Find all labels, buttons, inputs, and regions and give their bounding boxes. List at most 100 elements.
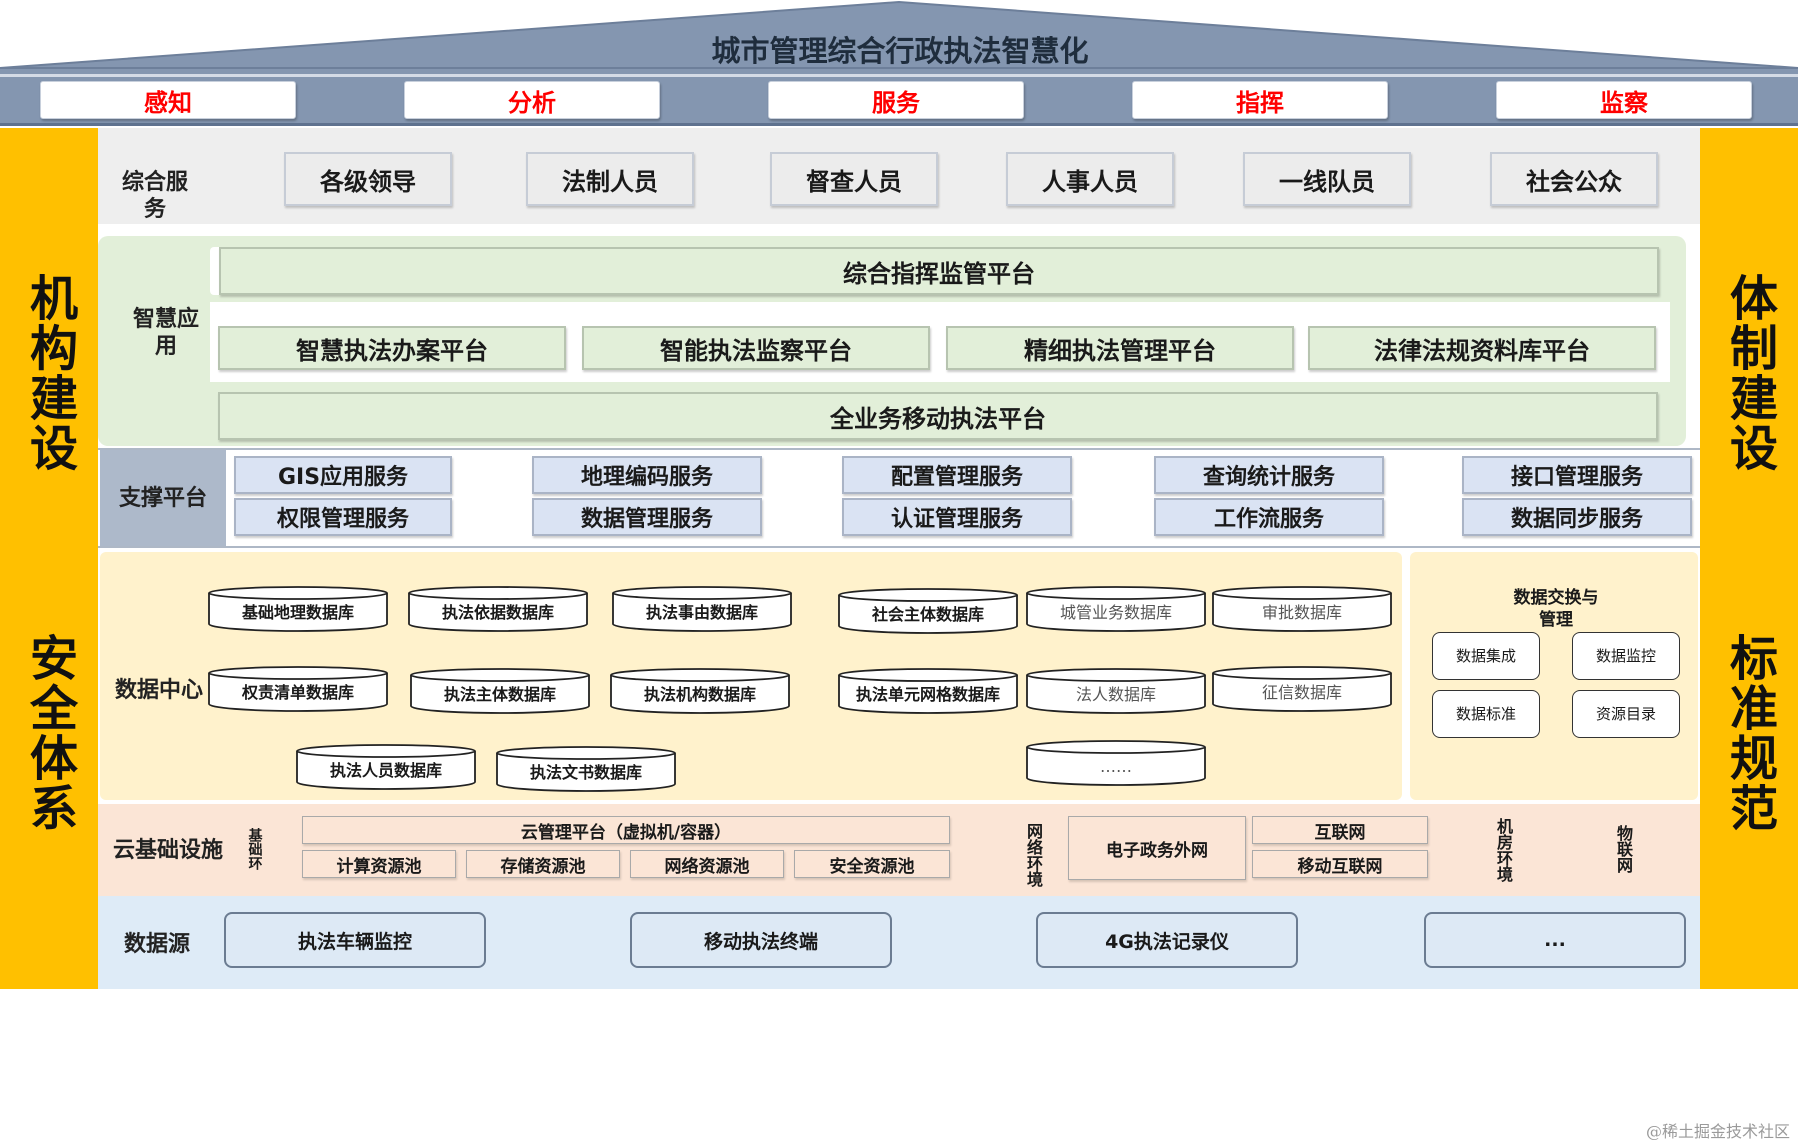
watermark: @稀土掘金技术社区 bbox=[1645, 1122, 1790, 1141]
cloud-label: 云基础设施 bbox=[112, 837, 223, 863]
database-cylinder: 执法机构数据库 bbox=[610, 668, 790, 714]
data-management-service: 数据管理服务 bbox=[532, 498, 762, 536]
legal-library-platform: 法律法规资料库平台 bbox=[1308, 326, 1656, 370]
user-public: 社会公众 bbox=[1490, 152, 1658, 206]
cylinder-shape bbox=[612, 586, 792, 632]
geocoding-service: 地理编码服务 bbox=[532, 456, 762, 494]
left-pillar bbox=[0, 128, 98, 989]
database-label: …… bbox=[1100, 757, 1132, 776]
enforcement-monitoring-platform: 智能执法监察平台 bbox=[582, 326, 930, 370]
database-cylinder: 执法依据数据库 bbox=[408, 586, 588, 632]
interface-management-service: 接口管理服务 bbox=[1462, 456, 1692, 494]
internet-box: 互联网 bbox=[1252, 816, 1428, 844]
database-label: 执法事由数据库 bbox=[645, 603, 758, 622]
datasource-label: 数据源 bbox=[123, 931, 190, 957]
resource-catalog-box: 资源目录 bbox=[1572, 690, 1680, 738]
cylinder-shape bbox=[208, 666, 388, 712]
user-hr-staff: 人事人员 bbox=[1006, 152, 1174, 206]
datacenter-label: 数据中心 bbox=[114, 677, 203, 703]
support-label: 支撑平台 bbox=[100, 450, 226, 546]
database-label: 执法机构数据库 bbox=[643, 685, 756, 704]
gis-service: GIS应用服务 bbox=[234, 456, 452, 494]
capability-perception: 感知 bbox=[40, 81, 296, 119]
capability-supervision: 监察 bbox=[1496, 81, 1752, 119]
exchange-title: 数据交换与管理 bbox=[1513, 588, 1599, 630]
fine-management-platform: 精细执法管理平台 bbox=[946, 326, 1294, 370]
cylinder-shape bbox=[1212, 666, 1392, 712]
database-label: 基础地理数据库 bbox=[241, 603, 354, 622]
database-cylinder: 执法文书数据库 bbox=[496, 746, 676, 792]
mobile-terminal-source: 移动执法终端 bbox=[630, 912, 892, 968]
command-supervision-platform: 综合指挥监管平台 bbox=[219, 247, 1659, 295]
cylinder-shape bbox=[838, 668, 1018, 714]
network-pool: 网络资源池 bbox=[630, 850, 784, 878]
database-label: 执法依据数据库 bbox=[441, 603, 554, 622]
case-handling-platform: 智慧执法办案平台 bbox=[218, 326, 566, 370]
database-label: 执法人员数据库 bbox=[329, 761, 442, 780]
pillar-org-building: 机构建设 bbox=[21, 273, 77, 473]
database-cylinder: 执法主体数据库 bbox=[410, 668, 590, 714]
user-inspectors: 督查人员 bbox=[770, 152, 938, 206]
pillar-security-system: 安全体系 bbox=[21, 633, 77, 833]
vehicle-monitoring-source: 执法车辆监控 bbox=[224, 912, 486, 968]
compute-pool: 计算资源池 bbox=[302, 850, 456, 878]
data-monitoring-box: 数据监控 bbox=[1572, 632, 1680, 680]
cylinder-shape bbox=[610, 668, 790, 714]
database-label: 社会主体数据库 bbox=[871, 605, 984, 624]
database-cylinder: 城管业务数据库 bbox=[1026, 586, 1206, 632]
database-label: 执法主体数据库 bbox=[443, 685, 556, 704]
egov-extranet: 电子政务外网 bbox=[1068, 816, 1246, 880]
cylinder-shape bbox=[1026, 740, 1206, 786]
database-cylinder: 征信数据库 bbox=[1212, 666, 1392, 712]
database-cylinder: …… bbox=[1026, 740, 1206, 786]
user-leaders: 各级领导 bbox=[284, 152, 452, 206]
cloud-management-platform: 云管理平台（虚拟机/容器） bbox=[302, 816, 950, 844]
pillar-institution-building: 体制建设 bbox=[1721, 273, 1777, 473]
database-cylinder: 权责清单数据库 bbox=[208, 666, 388, 712]
cloud-sub-label: 基础环 bbox=[246, 828, 263, 870]
database-label: 法人数据库 bbox=[1075, 685, 1156, 704]
cylinder-shape bbox=[1026, 586, 1206, 632]
roof-title: 城市管理综合行政执法智慧化 bbox=[711, 34, 1089, 68]
security-pool: 安全资源池 bbox=[794, 850, 950, 878]
permission-service: 权限管理服务 bbox=[234, 498, 452, 536]
cylinder-shape bbox=[1212, 586, 1392, 632]
config-management-service: 配置管理服务 bbox=[842, 456, 1072, 494]
workflow-service: 工作流服务 bbox=[1154, 498, 1384, 536]
query-statistics-service: 查询统计服务 bbox=[1154, 456, 1384, 494]
mobile-enforcement-platform: 全业务移动执法平台 bbox=[218, 392, 1658, 440]
server-room-label: 机房环境 bbox=[1494, 818, 1513, 882]
capability-command: 指挥 bbox=[1132, 81, 1388, 119]
more-sources: ... bbox=[1424, 912, 1686, 968]
data-sync-service: 数据同步服务 bbox=[1462, 498, 1692, 536]
mobile-internet-box: 移动互联网 bbox=[1252, 850, 1428, 878]
cylinder-shape bbox=[838, 588, 1018, 634]
database-label: 审批数据库 bbox=[1261, 603, 1342, 622]
cylinder-shape bbox=[496, 746, 676, 792]
capability-analysis: 分析 bbox=[404, 81, 660, 119]
storage-pool: 存储资源池 bbox=[466, 850, 620, 878]
database-cylinder: 执法事由数据库 bbox=[612, 586, 792, 632]
database-cylinder: 审批数据库 bbox=[1212, 586, 1392, 632]
database-cylinder: 社会主体数据库 bbox=[838, 588, 1018, 634]
cylinder-shape bbox=[1026, 668, 1206, 714]
auth-management-service: 认证管理服务 bbox=[842, 498, 1072, 536]
database-label: 执法单元网格数据库 bbox=[855, 685, 1000, 704]
database-label: 城管业务数据库 bbox=[1059, 603, 1172, 622]
database-label: 执法文书数据库 bbox=[529, 763, 642, 782]
cylinder-shape bbox=[208, 586, 388, 632]
pillar-standards: 标准规范 bbox=[1721, 633, 1777, 833]
roof bbox=[0, 0, 1798, 78]
user-legal-staff: 法制人员 bbox=[526, 152, 694, 206]
database-cylinder: 执法单元网格数据库 bbox=[838, 668, 1018, 714]
application-label: 智慧应用 bbox=[132, 307, 199, 359]
database-cylinder: 执法人员数据库 bbox=[296, 744, 476, 790]
network-env-label: 网络环境 bbox=[1024, 823, 1043, 887]
cylinder-shape bbox=[410, 668, 590, 714]
right-pillar bbox=[1700, 128, 1798, 989]
data-standard-box: 数据标准 bbox=[1432, 690, 1540, 738]
recorder-4g-source: 4G执法记录仪 bbox=[1036, 912, 1298, 968]
database-cylinder: 基础地理数据库 bbox=[208, 586, 388, 632]
iot-label: 物联网 bbox=[1614, 825, 1633, 873]
service-label: 综合服务 bbox=[121, 170, 188, 222]
